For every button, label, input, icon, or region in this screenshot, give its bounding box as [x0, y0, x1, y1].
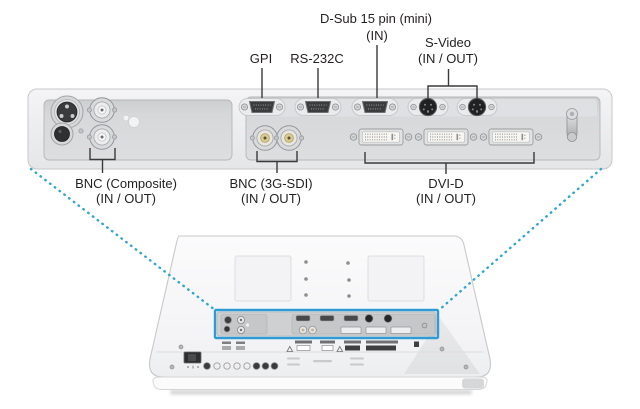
recessed-square-left [234, 255, 292, 302]
ac-power-inlet-connector [50, 95, 84, 129]
gpi-port [239, 99, 285, 116]
dvi-d-port-3 [480, 129, 542, 145]
panel-highlight-box [213, 308, 440, 340]
mini-bnc-composite [236, 315, 250, 334]
recessed-square-right [367, 255, 425, 302]
panel-screw-hole [78, 128, 84, 134]
zoom-leader-line-right [437, 167, 603, 312]
mini-dsub-ports [295, 315, 359, 322]
dc-power-connector [50, 122, 74, 146]
dsub15-mini-port [352, 99, 398, 116]
rear-panel-closeup [27, 88, 613, 170]
zoom-leader-line-left [29, 167, 217, 312]
vesa-mount-holes [304, 260, 351, 298]
svideo-in-port [408, 98, 448, 115]
callout-bracket-dvid [364, 152, 535, 174]
screw-terminal [566, 108, 578, 142]
control-buttons [203, 362, 279, 370]
case-screws [169, 344, 469, 370]
case-markings [222, 340, 419, 352]
mini-connector-panel [216, 311, 437, 337]
power-switch [183, 351, 202, 369]
dvi-d-port-1 [350, 129, 412, 145]
callout-lines [89, 45, 535, 174]
vent-slots [287, 357, 364, 366]
monitor-bottom-edge [152, 376, 488, 390]
mini-dc-connector [223, 325, 231, 333]
panel-right-section [239, 96, 601, 161]
rs232c-port [295, 99, 341, 116]
mini-screw-terminal [421, 322, 428, 329]
monitor-rear-view [148, 235, 492, 395]
callout-bracket-composite [89, 148, 116, 173]
bottom-edge-right-shade [462, 378, 484, 389]
svideo-out-port [457, 98, 497, 115]
mini-svideo-ports [364, 314, 393, 323]
callout-bracket-sdi [256, 151, 298, 173]
mini-dvi-ports [340, 326, 412, 334]
monitor-shadow [170, 390, 472, 395]
bnc-cap [122, 114, 140, 128]
case-shading [404, 318, 480, 374]
callout-bracket-svideo [427, 69, 478, 99]
mini-bnc-sdi [298, 325, 317, 335]
panel-left-section [43, 95, 233, 161]
mini-ac-inlet [223, 315, 232, 324]
dvi-d-port-2 [415, 129, 477, 145]
